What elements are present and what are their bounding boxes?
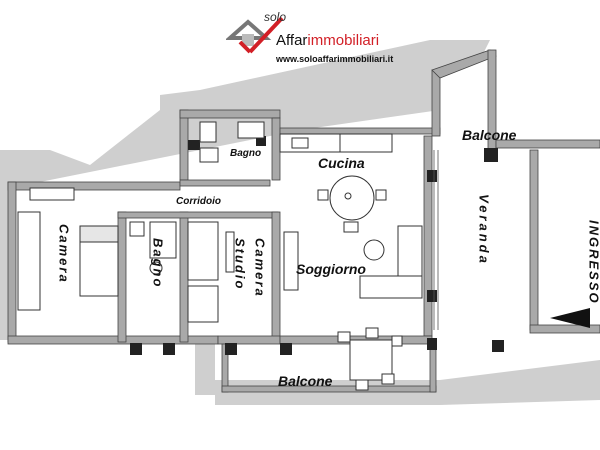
label-bagno-vertical: Bagno [151,238,166,288]
label-veranda: Veranda [477,194,492,266]
brand-url: www.soloaffarimmobiliari.it [276,54,394,64]
kitchen-counter [279,133,393,153]
brand-name-part2: immobiliari [307,32,380,49]
label-corridoio: Corridoio [176,196,221,207]
veranda-window [433,150,439,330]
brand-logo: solo Affarimmobiliari www.soloaffarimmob… [226,8,416,74]
bedroom-furniture [17,187,119,311]
label-camera-middle: Camera [253,238,268,298]
label-balcone-top: Balcone [462,127,517,143]
balcony-table [337,327,403,391]
label-balcone-bottom: Balcone [278,373,333,389]
kitchen-table [317,175,387,233]
brand-name-part1: Affar [276,32,308,49]
living-sofa [283,225,423,299]
brand-solo: solo [264,10,287,24]
house-logo-icon [226,16,284,54]
label-camera-left: Camera [57,224,72,284]
brand-name: Affarimmobiliari [276,32,379,49]
label-bagno-small: Bagno [230,148,261,159]
wall-shadows [0,40,600,405]
label-soggiorno: Soggiorno [296,261,366,277]
label-ingresso: INGRESSO [587,220,600,305]
label-studio: Studio [233,238,248,290]
bathroom-fixtures [129,121,265,323]
pillars [130,136,504,355]
label-cucina: Cucina [318,155,365,171]
entry-arrow-icon [550,308,590,328]
